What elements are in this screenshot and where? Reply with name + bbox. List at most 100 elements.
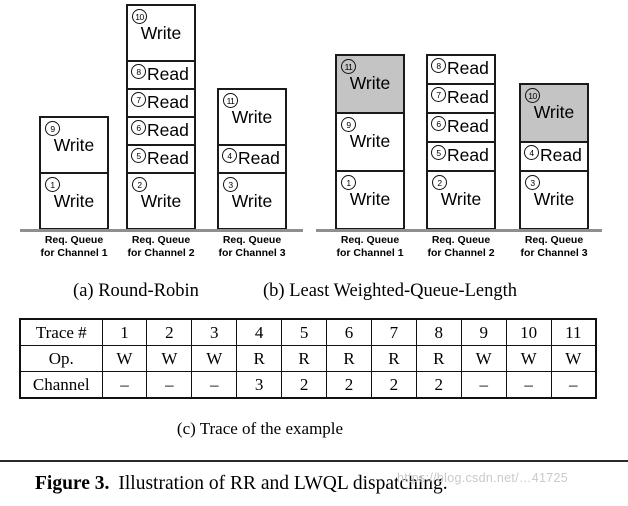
- trace-table-cell: R: [415, 345, 462, 372]
- queue-label-line1: Req. Queue: [524, 234, 584, 246]
- queue-label-line1: Req. Queue: [340, 234, 400, 246]
- queue-label-line2: for Channel 2: [427, 247, 495, 259]
- trace-table-cell: 10: [505, 318, 552, 346]
- trace-number-badge: 3: [223, 177, 238, 192]
- trace-number-badge: 11: [341, 59, 356, 74]
- csdn-watermark: https://blog.csdn.net/…41725: [397, 471, 569, 485]
- caption-divider-rule: [0, 460, 628, 462]
- trace-table-cell: W: [191, 345, 238, 372]
- trace-number-badge: 2: [132, 177, 147, 192]
- trace-table-cell: –: [550, 371, 597, 399]
- queue-label-a3: Req. Queue for Channel 3: [207, 234, 297, 260]
- subcaption-c: (c) Trace of the example: [176, 419, 344, 438]
- trace-number-badge: 10: [132, 9, 147, 24]
- trace-number-badge: 3: [525, 175, 540, 190]
- queue-label-line2: for Channel 2: [127, 247, 195, 259]
- queue-label-line1: Req. Queue: [44, 234, 104, 246]
- operation-label: Write: [349, 131, 391, 151]
- trace-table-cell: R: [281, 345, 328, 372]
- operation-label: Read: [447, 145, 489, 165]
- trace-table-cell: –: [191, 371, 238, 399]
- trace-table-cell: 1: [101, 318, 148, 346]
- trace-table-cell: 6: [326, 318, 372, 346]
- trace-number-badge: 6: [431, 116, 446, 131]
- operation-label: Read: [147, 64, 189, 84]
- operation-label: Read: [447, 58, 489, 78]
- trace-table-cell: 2: [146, 318, 193, 346]
- trace-table-cell: 2: [326, 371, 372, 399]
- queue-label-line2: for Channel 1: [336, 247, 404, 259]
- channel-baseline-a: [20, 229, 303, 232]
- operation-label: Read: [447, 116, 489, 136]
- trace-table-cell: R: [236, 345, 283, 372]
- trace-number-badge: 11: [223, 93, 238, 108]
- trace-table-cell: 3: [191, 318, 238, 346]
- operation-label: Write: [140, 191, 182, 211]
- queue-label-line1: Req. Queue: [222, 234, 282, 246]
- trace-number-badge: 10: [525, 88, 540, 103]
- operation-label: Write: [231, 191, 273, 211]
- queue-label-b3: Req. Queue for Channel 3: [509, 234, 599, 260]
- queue-label-b2: Req. Queue for Channel 2: [416, 234, 506, 260]
- trace-table-cell: 3: [236, 371, 283, 399]
- operation-label: Write: [349, 73, 391, 93]
- operation-label: Write: [231, 107, 273, 127]
- operation-label: Read: [147, 148, 189, 168]
- trace-table-cell: R: [326, 345, 372, 372]
- trace-table-row-header: Trace #: [19, 318, 103, 346]
- channel-baseline-b: [316, 229, 602, 232]
- trace-table-row-header: Op.: [19, 345, 103, 372]
- trace-table-cell: –: [505, 371, 552, 399]
- operation-label: Read: [238, 148, 280, 168]
- trace-table-cell: –: [101, 371, 148, 399]
- operation-label: Write: [53, 135, 95, 155]
- trace-table-cell: R: [370, 345, 417, 372]
- trace-number-badge: 5: [431, 145, 446, 160]
- trace-table-cell: W: [146, 345, 193, 372]
- trace-table-cell: –: [146, 371, 193, 399]
- trace-table-cell: 2: [281, 371, 328, 399]
- trace-number-badge: 8: [431, 58, 446, 73]
- trace-number-badge: 9: [45, 121, 60, 136]
- trace-number-badge: 9: [341, 117, 356, 132]
- trace-table-cell: W: [505, 345, 552, 372]
- trace-table-cell: W: [460, 345, 507, 372]
- trace-number-badge: 5: [131, 148, 146, 163]
- trace-number-badge: 2: [432, 175, 447, 190]
- trace-table-cell: 9: [460, 318, 507, 346]
- operation-label: Write: [53, 191, 95, 211]
- trace-number-badge: 4: [222, 148, 237, 163]
- trace-table-cell: 8: [415, 318, 462, 346]
- operation-label: Read: [540, 145, 582, 165]
- operation-label: Write: [349, 189, 391, 209]
- queue-label-line2: for Channel 3: [520, 247, 588, 259]
- queue-label-line2: for Channel 1: [40, 247, 108, 259]
- trace-number-badge: 1: [45, 177, 60, 192]
- trace-table-cell: 7: [370, 318, 417, 346]
- queue-label-line1: Req. Queue: [131, 234, 191, 246]
- operation-label: Write: [533, 102, 575, 122]
- operation-label: Read: [147, 120, 189, 140]
- trace-number-badge: 7: [131, 92, 146, 107]
- queue-label-b1: Req. Queue for Channel 1: [325, 234, 415, 260]
- trace-number-badge: 7: [431, 87, 446, 102]
